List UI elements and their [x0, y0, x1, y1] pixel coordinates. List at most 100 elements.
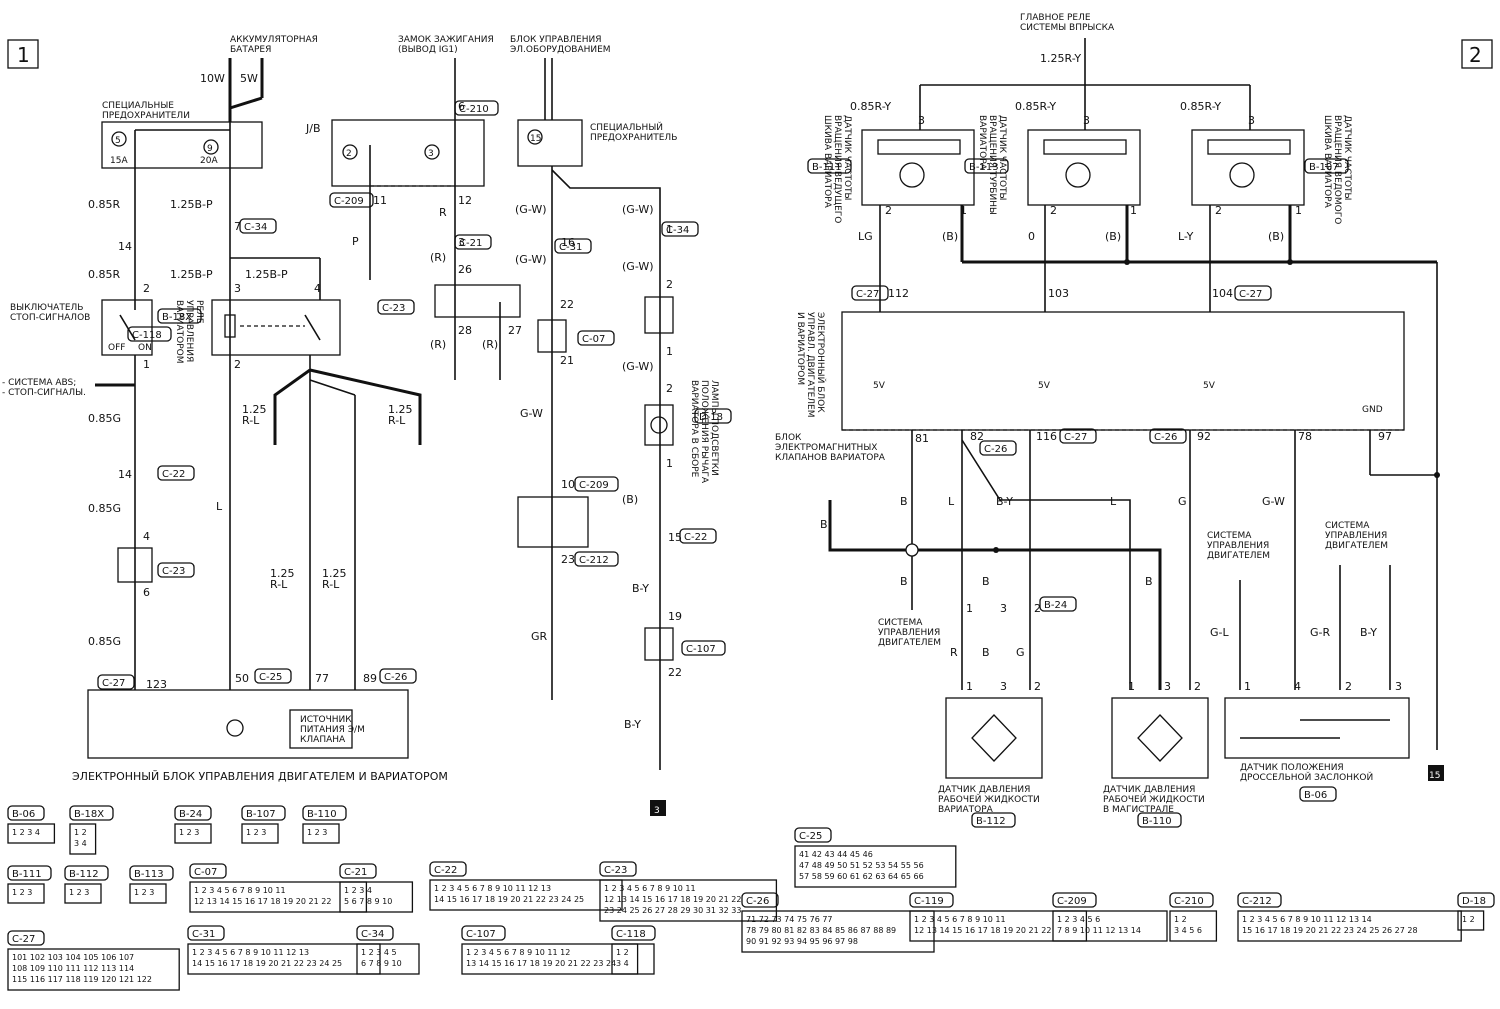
svg-text:C-107: C-107 — [686, 644, 716, 655]
connector-tag: C-27 — [851, 285, 889, 301]
right-wire-label: B — [982, 575, 990, 588]
left-wire-label: 4 — [143, 530, 150, 543]
svg-text:C-27: C-27 — [856, 289, 879, 300]
svg-text:47 48 49 50 51 52 53 54 55 56: 47 48 49 50 51 52 53 54 55 56 — [799, 861, 924, 870]
left-wire-label: 11 — [373, 194, 387, 207]
ecu-right-box — [841, 311, 1405, 431]
left-wire-label: 15 — [668, 531, 682, 544]
right-wire-label: G-L — [1210, 626, 1229, 639]
page-label-box-left — [7, 39, 39, 69]
connector-tag: C-118 — [127, 326, 172, 342]
svg-text:14 15 16 17 18 19 20 21 22 23: 14 15 16 17 18 19 20 21 22 23 24 25 — [434, 895, 584, 904]
left-wire-label: L — [216, 500, 223, 513]
left-wire-label: 2 — [143, 282, 150, 295]
left-wire-label: (G-W) — [515, 253, 547, 266]
right-wire-label: 104 — [1212, 287, 1233, 300]
svg-text:1 2 3 4 5 6 7 8 9 10 11 12 13: 1 2 3 4 5 6 7 8 9 10 11 12 13 — [192, 948, 309, 957]
left-wire-label: 1 — [143, 358, 150, 371]
svg-text:B-111: B-111 — [812, 162, 842, 173]
right-wire-label: 2 — [1194, 680, 1201, 693]
right-wire-label: B — [1145, 575, 1153, 588]
jc6-box — [117, 547, 153, 583]
svg-text:B-113: B-113 — [134, 869, 164, 880]
svg-text:1 2: 1 2 — [616, 948, 629, 957]
sensor2-label: ДАТЧИК ЧАСТОТЫВРАЩЕНИЯ ТУРБИНЫВАРИАТОРА — [977, 115, 1007, 215]
ground-ref-3-text: 3 — [654, 806, 660, 816]
connector-tag: B-112 — [971, 812, 1016, 828]
connector-tag: C-27 — [1234, 285, 1272, 301]
right-wire-label: 3 — [1395, 680, 1402, 693]
svg-text:1 2 3 4: 1 2 3 4 — [344, 886, 372, 895]
svg-text:C-21: C-21 — [459, 238, 482, 249]
svg-text:C-118: C-118 — [132, 330, 162, 341]
jc3-box — [644, 627, 674, 661]
svg-text:B-18X: B-18X — [162, 312, 192, 323]
right-wire-label: 4 — [1294, 680, 1301, 693]
left-wire-label: 0.85G — [88, 635, 121, 648]
connector-tag: C-212 — [574, 551, 619, 567]
svg-text:C-26: C-26 — [1154, 432, 1177, 443]
svg-text:C-25: C-25 — [259, 672, 282, 683]
left-wire-label: R — [439, 206, 447, 219]
left-wire-label: 1 — [666, 223, 673, 236]
lamp-label: ЛАМПЫ ПОДСВЕТКИПОЛОЖЕНИЯ РЫЧАГАВАРИАТОРА… — [689, 380, 719, 484]
left-wire-label: (G-W) — [622, 360, 654, 373]
svg-text:C-212: C-212 — [1242, 896, 1272, 907]
svg-text:1 2 3 4 5 6 7 8 9 10 11: 1 2 3 4 5 6 7 8 9 10 11 — [604, 884, 696, 893]
right-wire-label: 3 — [1000, 680, 1007, 693]
left-wire-label: 22 — [560, 298, 574, 311]
jc6-box-2 — [434, 284, 521, 318]
svg-text:1 2 3 4 5 6 7 8 9 10 11: 1 2 3 4 5 6 7 8 9 10 11 — [194, 886, 286, 895]
left-wire-label: (G-W) — [622, 260, 654, 273]
svg-text:C-31: C-31 — [192, 929, 215, 940]
svg-text:90 91 92 93 94 95 96 97 98: 90 91 92 93 94 95 96 97 98 — [746, 937, 858, 946]
jc1-box — [537, 319, 567, 353]
svg-text:5 6 7 8 9 10: 5 6 7 8 9 10 — [344, 897, 392, 906]
svg-text:C-212: C-212 — [579, 555, 609, 566]
svg-text:1 2 3: 1 2 3 — [307, 828, 327, 837]
legend-connector: B-061 2 3 4 — [7, 805, 56, 844]
right-wire-label: 78 — [1298, 430, 1312, 443]
connector-tag: C-27 — [97, 674, 135, 690]
right-wire-label: 2 — [1345, 680, 1352, 693]
left-wire-label: 1 — [666, 345, 673, 358]
left-wire-label: 3 — [234, 282, 241, 295]
left-wire-label: 10 — [561, 478, 575, 491]
svg-text:C-25: C-25 — [799, 831, 822, 842]
left-wire-label: 4 — [314, 282, 321, 295]
svg-text:108 109 110 111 112 113 114: 108 109 110 111 112 113 114 — [12, 964, 134, 973]
connector-tag: C-23 — [377, 299, 415, 315]
right-wire-label: 3 — [918, 114, 925, 127]
left-wire-label: 26 — [458, 263, 472, 276]
svg-text:6 7 8 9 10: 6 7 8 9 10 — [361, 959, 402, 968]
connector-tags: C-210C-209C-21C-23C-31C-07C-34D-18C-209C… — [97, 100, 1349, 828]
svg-text:C-21: C-21 — [344, 867, 367, 878]
right-wire-label: 2 — [885, 204, 892, 217]
right-wire-label: B — [900, 575, 908, 588]
left-wire-label: 14 — [118, 468, 132, 481]
right-wire-label: 2 — [1050, 204, 1057, 217]
left-wire-label: 1 — [666, 457, 673, 470]
relay-label: РЕЛЕУПРАВЛЕНИЯВАРИАТОРОМ — [174, 300, 204, 364]
switch-on: ON — [138, 343, 152, 353]
left-wire-label: 22 — [668, 666, 682, 679]
pressure-sensor-2-box — [1111, 697, 1209, 779]
legend-connector: B-241 2 3 — [174, 805, 212, 844]
right-wire-label: L-Y — [1178, 230, 1194, 243]
svg-text:1 2 3 4 5 6 7 8 9 10 11 12: 1 2 3 4 5 6 7 8 9 10 11 12 — [466, 948, 570, 957]
connector-tag: C-26 — [1149, 428, 1187, 444]
svg-text:B-112: B-112 — [69, 869, 99, 880]
svg-text:B-18X: B-18X — [74, 809, 104, 820]
left-wire-label: 1.25B-P — [245, 268, 288, 281]
right-wire-label: 112 — [888, 287, 909, 300]
svg-text:1 2 3 4 5: 1 2 3 4 5 — [361, 948, 397, 957]
svg-text:C-26: C-26 — [746, 896, 769, 907]
left-wire-label: GR — [531, 630, 548, 643]
